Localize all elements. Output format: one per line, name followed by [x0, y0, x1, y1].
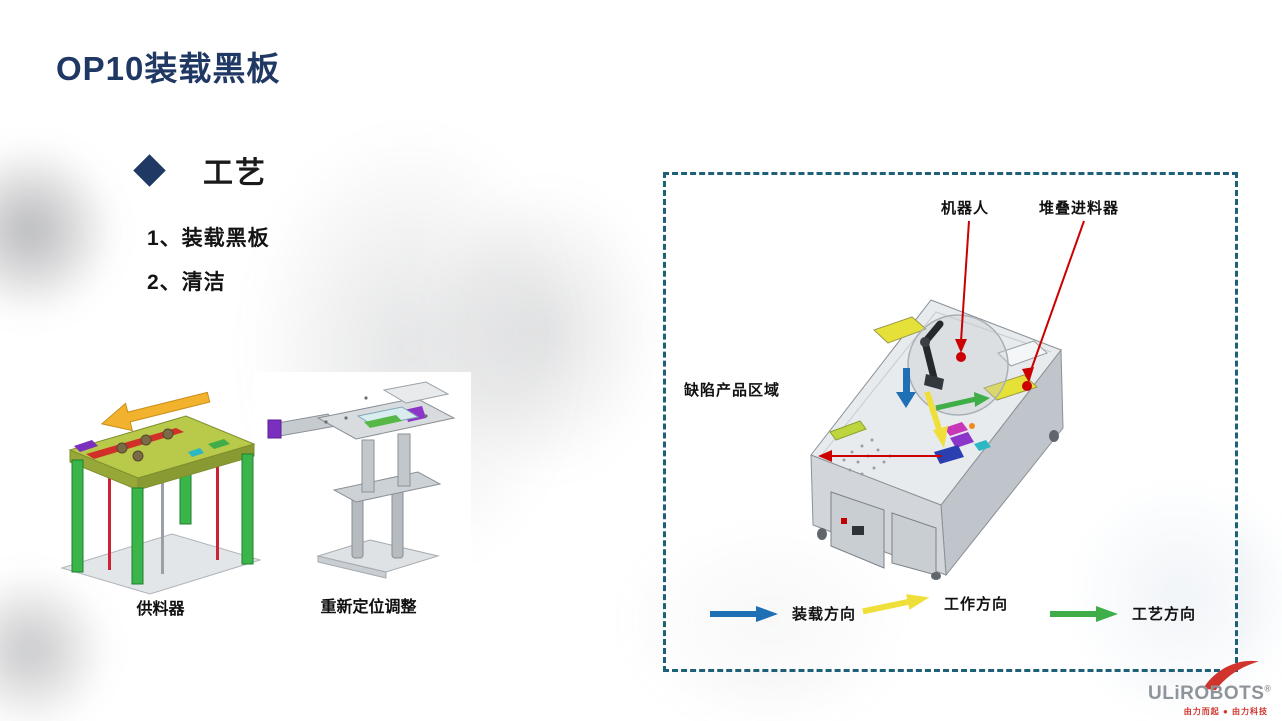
registered-mark: ®: [1264, 683, 1272, 694]
machine-illustration: [810, 299, 1064, 580]
legend-load-label: 装载方向: [792, 606, 857, 623]
process-step-2: 2、清洁: [147, 271, 226, 294]
repositioning-caption: 重新定位调整: [320, 599, 417, 616]
legend-process-direction: 工艺方向: [1050, 603, 1196, 624]
process-heading-label: 工艺: [203, 157, 267, 190]
stack-feeder-callout-label: 堆叠进料器: [1039, 200, 1120, 217]
slide-title: OP10装载黑板: [56, 50, 281, 87]
load-direction-arrow-icon: [896, 368, 916, 408]
logo-swoosh-icon: [1203, 660, 1259, 691]
process-heading: 工艺: [133, 148, 267, 192]
logo-brand: ULiROBOTS®: [1148, 683, 1272, 704]
yellow-direction-arrow-icon: [100, 391, 211, 432]
background-watermark: [0, 110, 150, 350]
feeder-figure: [60, 391, 262, 595]
ulirobots-logo: ULiROBOTS® 由力而起 ● 由力科技: [1148, 656, 1272, 717]
safety-dome: [907, 314, 1009, 416]
legend-work-direction: 工作方向: [862, 593, 1008, 614]
legend-process-label: 工艺方向: [1132, 606, 1197, 623]
legend-work-label: 工作方向: [944, 596, 1009, 613]
vent-holes: [842, 438, 892, 476]
process-direction-arrow-icon: [935, 396, 977, 411]
blue-arrow-icon: [710, 605, 778, 622]
robot-callout-label: 机器人: [941, 200, 990, 217]
work-direction-arrow-icon: [924, 391, 943, 433]
defect-area-callout-label: 缺陷产品区域: [684, 382, 781, 399]
feeder-caption: 供料器: [136, 601, 185, 618]
machine-diagram-panel: 机器人 堆叠进料器 缺陷产品区域 装载方向 工作方向 工艺方向: [663, 172, 1238, 672]
legend-load-direction: 装载方向: [710, 603, 856, 624]
diamond-bullet-icon: [133, 153, 166, 187]
green-arrow-icon: [1050, 605, 1118, 622]
yellow-arrow-icon: [862, 593, 930, 614]
repositioning-figure: [267, 381, 456, 579]
process-step-1: 1、装载黑板: [147, 227, 270, 250]
logo-tagline: 由力而起 ● 由力科技: [1183, 707, 1268, 716]
